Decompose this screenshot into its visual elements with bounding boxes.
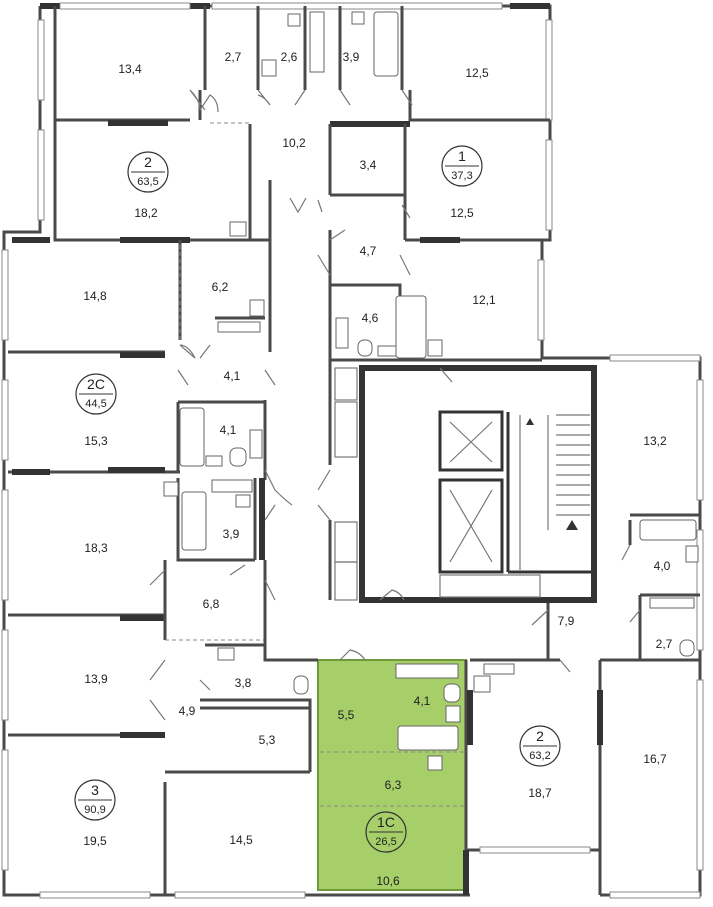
apartment-badge-2-bottom: 2 63,2 <box>519 725 561 767</box>
apartment-badge-1c[interactable]: 1C 26,5 <box>365 811 407 853</box>
room-area: 3,9 <box>343 50 360 64</box>
room-area: 12,1 <box>472 293 496 307</box>
room-area: 5,5 <box>338 708 355 722</box>
room-area: 5,3 <box>259 733 276 747</box>
room-labels: 13,4 2,7 2,6 3,9 12,5 10,2 18,2 3,4 12,5… <box>83 50 672 888</box>
apartment-badge-1: 1 37,3 <box>441 145 483 187</box>
apartment-area: 90,9 <box>84 804 105 816</box>
room-area: 10,2 <box>282 136 306 150</box>
room-area: 6,8 <box>203 597 220 611</box>
apartment-number: 1 <box>458 148 466 164</box>
apartment-badge-2-top: 2 63,5 <box>127 151 169 193</box>
room-area: 4,1 <box>414 694 431 708</box>
apartment-number: 2 <box>144 154 152 170</box>
room-area: 6,3 <box>385 778 402 792</box>
room-area: 12,5 <box>465 66 489 80</box>
room-area: 2,6 <box>281 50 298 64</box>
apartment-number: 2 <box>536 728 544 744</box>
room-area: 2,7 <box>656 637 673 651</box>
apartment-area: 44,5 <box>85 398 106 410</box>
room-area: 4,1 <box>220 423 237 437</box>
apartment-number: 1C <box>377 814 395 830</box>
room-area: 4,1 <box>224 369 241 383</box>
room-area: 16,7 <box>643 752 667 766</box>
room-area: 2,7 <box>225 50 242 64</box>
apartment-area: 63,2 <box>529 750 550 762</box>
apartment-area: 63,5 <box>137 176 158 188</box>
room-area: 3,8 <box>235 676 252 690</box>
apartment-number: 2C <box>87 376 105 392</box>
room-area: 4,0 <box>654 559 671 573</box>
room-area: 14,5 <box>229 833 253 847</box>
room-area: 4,9 <box>179 704 196 718</box>
room-area: 6,2 <box>212 280 229 294</box>
room-area: 10,6 <box>376 874 400 888</box>
room-area: 18,2 <box>134 206 158 220</box>
room-area: 13,9 <box>84 672 108 686</box>
windows <box>1 2 704 899</box>
room-area: 18,7 <box>528 786 552 800</box>
bathroom-fixtures <box>163 11 699 771</box>
room-area: 3,9 <box>223 527 240 541</box>
room-area: 12,5 <box>450 206 474 220</box>
room-area: 4,7 <box>360 244 377 258</box>
room-area: 19,5 <box>83 834 107 848</box>
apartment-badge-2c: 2C 44,5 <box>75 373 117 415</box>
room-area: 14,8 <box>83 289 107 303</box>
apartment-number: 3 <box>91 782 99 798</box>
room-area: 13,4 <box>118 62 142 76</box>
apartment-area: 37,3 <box>451 170 472 182</box>
room-area: 4,6 <box>362 311 379 325</box>
apartment-badge-3: 3 90,9 <box>74 779 116 821</box>
room-area: 13,2 <box>643 434 667 448</box>
core <box>328 360 597 603</box>
room-area: 18,3 <box>84 541 108 555</box>
apartment-area: 26,5 <box>375 836 396 848</box>
doors <box>149 89 641 721</box>
room-area: 15,3 <box>84 434 108 448</box>
room-area: 7,9 <box>558 614 575 628</box>
interior-walls <box>8 6 700 895</box>
room-area: 3,4 <box>360 158 377 172</box>
